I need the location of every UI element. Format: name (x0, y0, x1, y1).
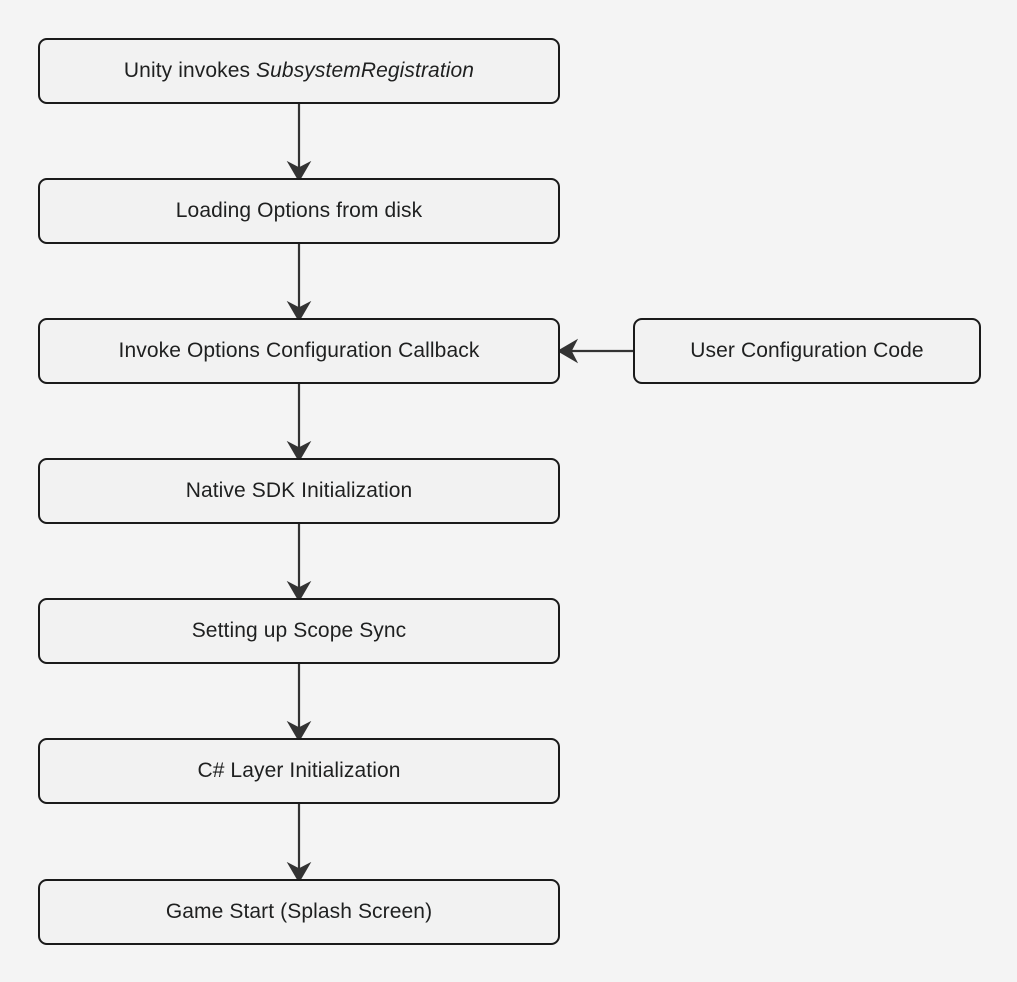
node-label: User Configuration Code (690, 339, 924, 363)
node-invoke-options-configuration-callback[interactable]: Invoke Options Configuration Callback (38, 318, 560, 384)
node-label-text: Unity invokes (123, 59, 257, 83)
node-csharp-layer-initialization[interactable]: C# Layer Initialization (38, 738, 560, 804)
node-label: Loading Options from disk (175, 199, 423, 223)
node-label: Native SDK Initialization (185, 479, 413, 503)
node-setting-up-scope-sync[interactable]: Setting up Scope Sync (38, 598, 560, 664)
node-user-configuration-code[interactable]: User Configuration Code (633, 318, 981, 384)
node-label: Setting up Scope Sync (191, 619, 407, 643)
node-unity-invokes-subsystemregistration[interactable]: Unity invokes SubsystemRegistration (38, 38, 560, 104)
node-label: Unity invokes SubsystemRegistration (124, 58, 474, 83)
node-label: Game Start (Splash Screen) (165, 900, 433, 924)
node-native-sdk-initialization[interactable]: Native SDK Initialization (38, 458, 560, 524)
node-label: C# Layer Initialization (197, 759, 401, 783)
node-label-emphasis: SubsystemRegistration (256, 59, 475, 83)
node-game-start-splash-screen[interactable]: Game Start (Splash Screen) (38, 879, 560, 945)
node-loading-options-from-disk[interactable]: Loading Options from disk (38, 178, 560, 244)
node-label: Invoke Options Configuration Callback (118, 339, 480, 363)
